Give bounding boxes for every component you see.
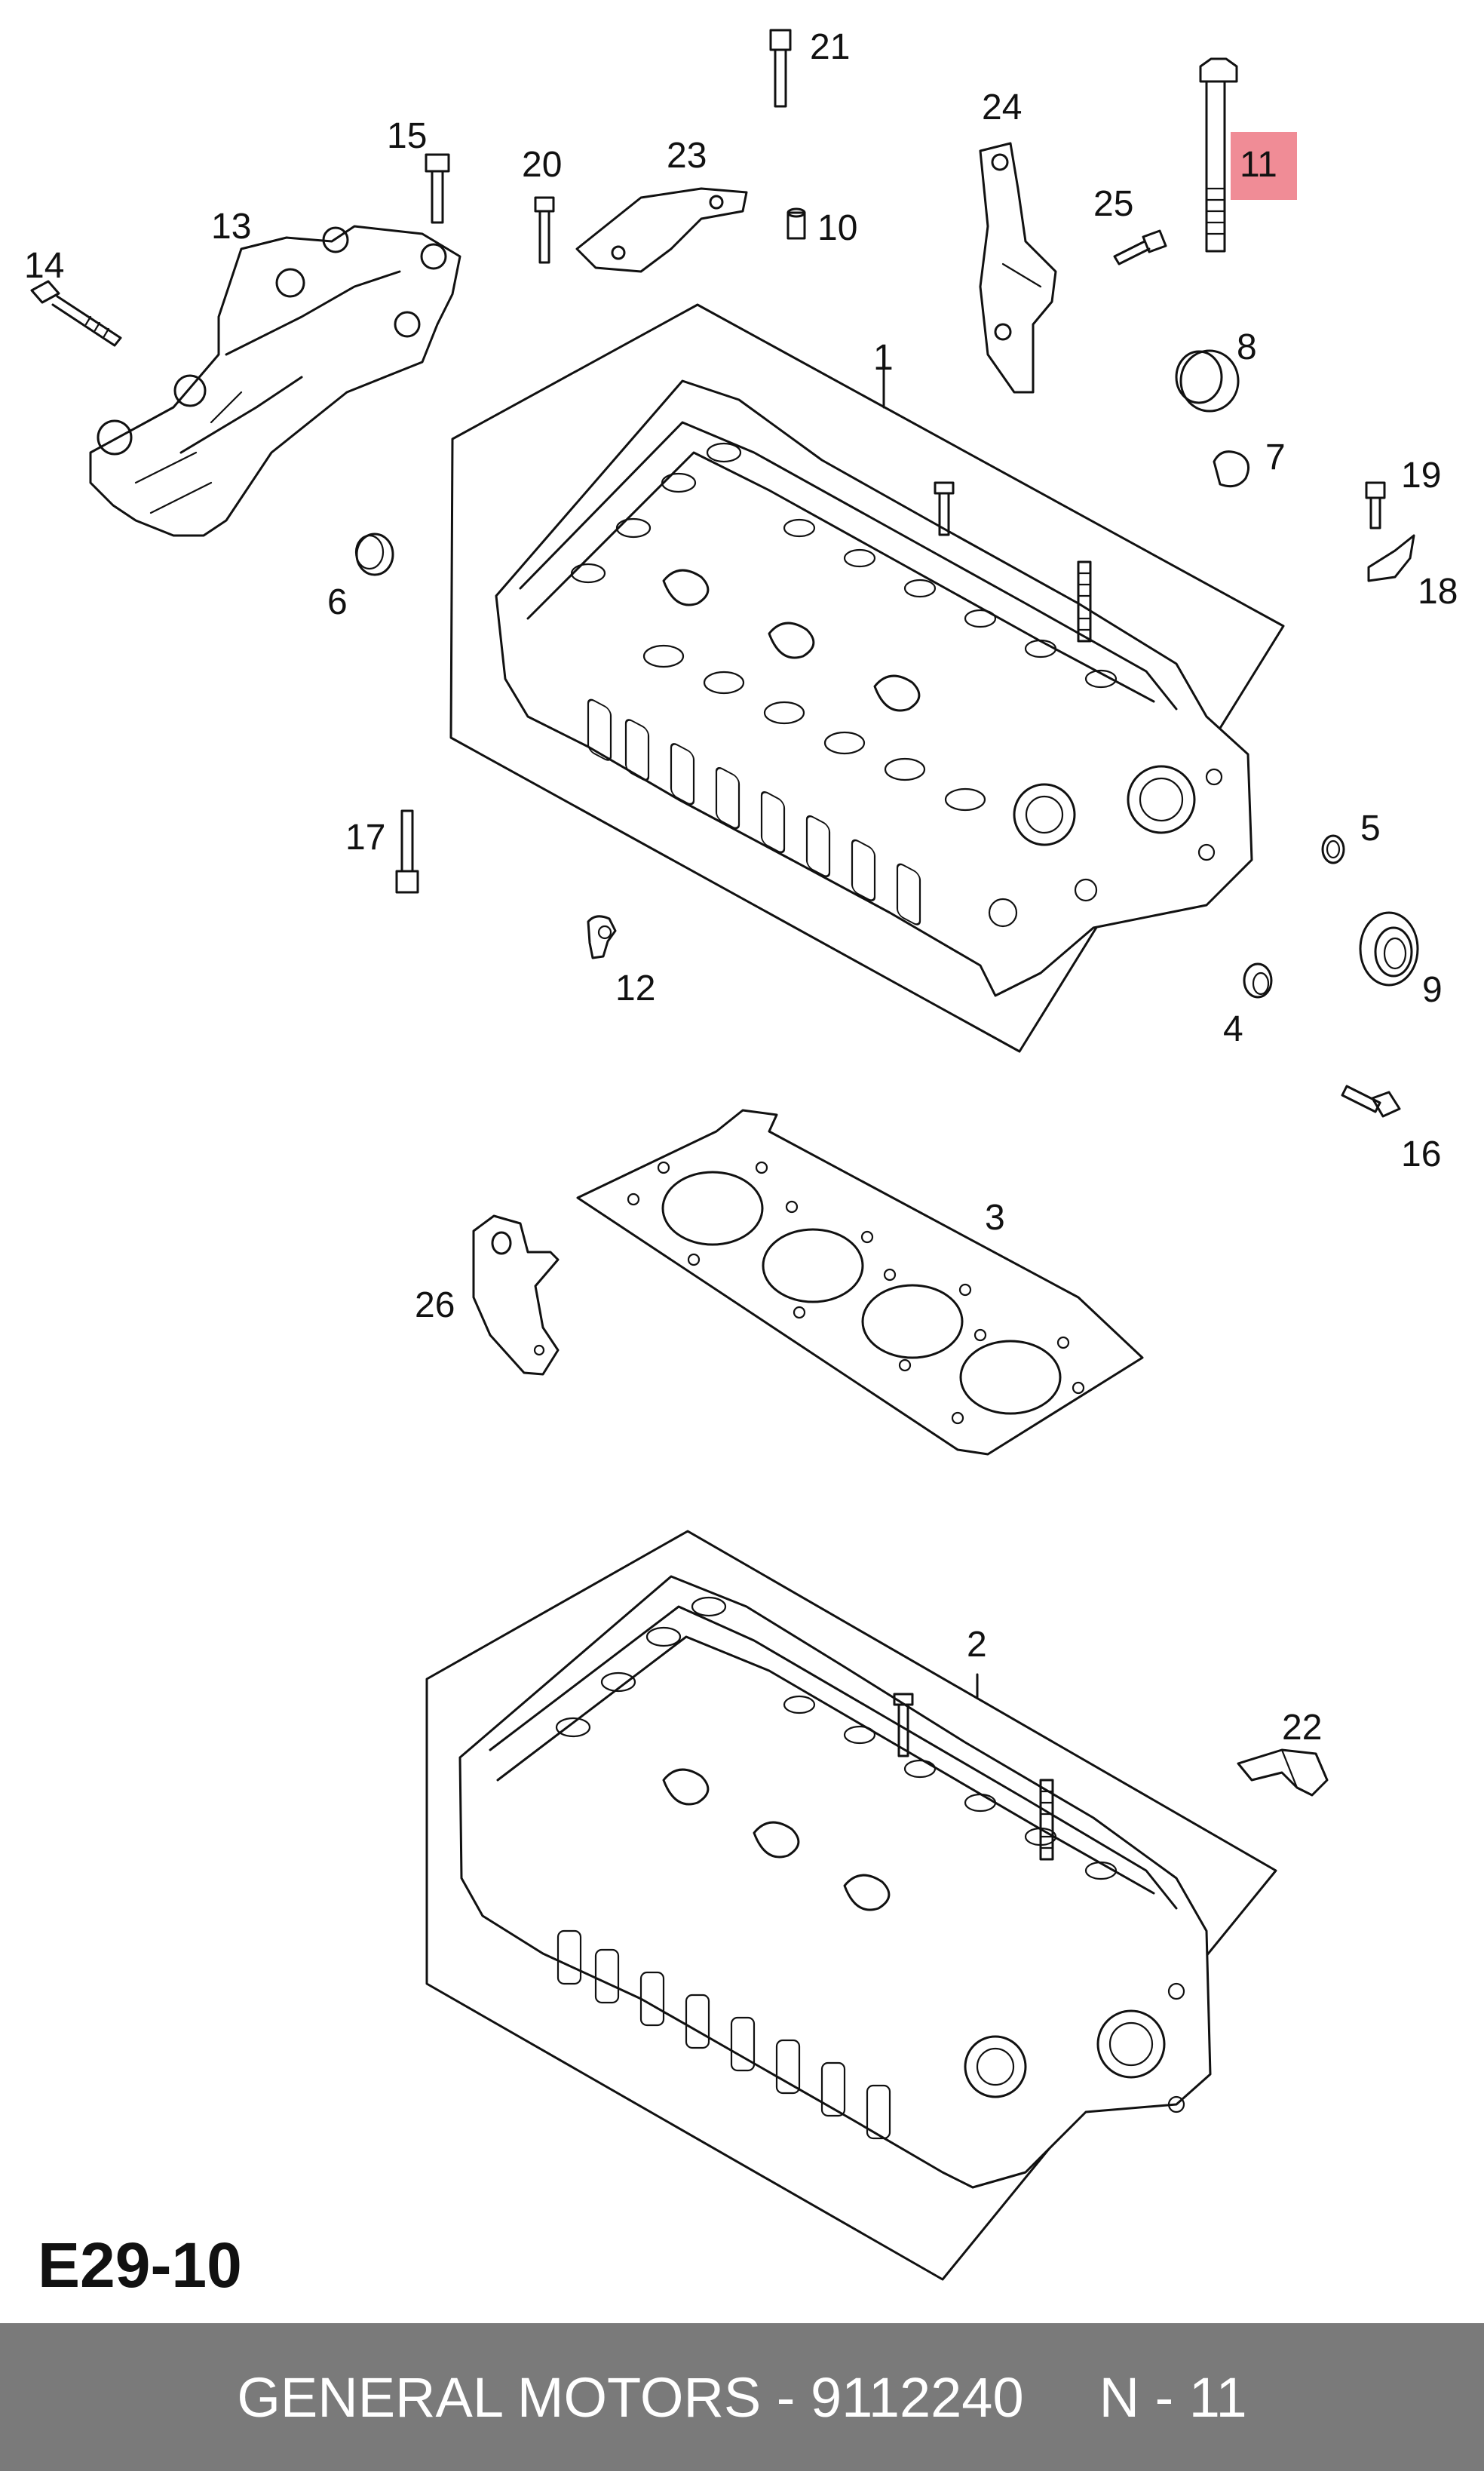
bolt-19-icon: [1365, 481, 1386, 530]
head-gasket-part: 3: [576, 1109, 1144, 1456]
callout-2: 2: [967, 1625, 987, 1665]
callout-15: 15: [387, 116, 427, 156]
callout-21: 21: [810, 27, 850, 67]
cylinder-head-assembly-lower: 2: [425, 1530, 1277, 2281]
callout-22: 22: [1282, 1708, 1322, 1748]
bolt-21-icon: [769, 29, 792, 108]
oil-seal-9-icon: [1359, 911, 1419, 987]
callout-25: 25: [1093, 184, 1133, 224]
bolt-14-icon: [30, 280, 122, 347]
callout-20: 20: [522, 145, 562, 185]
callout-18: 18: [1418, 572, 1458, 612]
clip-18-icon: [1367, 534, 1415, 582]
bracket-24-icon: [979, 142, 1057, 394]
plug-7-icon: [1213, 450, 1250, 488]
bolt-25-icon: [1113, 229, 1167, 266]
callout-6: 6: [327, 582, 348, 622]
bracket-26-icon: [472, 1214, 560, 1376]
callout-23: 23: [667, 136, 707, 176]
callout-4: 4: [1223, 1009, 1243, 1049]
callout-7: 7: [1265, 437, 1286, 477]
callout-16: 16: [1401, 1134, 1441, 1174]
lifting-bracket-part: 13: [89, 207, 461, 537]
callout-13: 13: [211, 207, 251, 247]
clip-12-icon: [587, 915, 617, 959]
lower-head-stud-icon: [1039, 1779, 1054, 1861]
bolt-15-icon: [425, 153, 450, 224]
diagram-code: E29-10: [38, 2230, 242, 2301]
footer-part-number: GENERAL MOTORS - 9112240: [237, 2365, 1024, 2429]
bracket-23-icon: [575, 187, 748, 273]
head-bolt-11-icon: [1199, 57, 1238, 253]
callout-1: 1: [873, 338, 894, 378]
highlight-box: [1231, 132, 1297, 200]
plug-8-icon: [1175, 349, 1240, 413]
callout-19: 19: [1401, 456, 1441, 496]
clip-22-icon: [1237, 1748, 1329, 1797]
callout-11: 11: [1240, 145, 1277, 185]
footer-bar: GENERAL MOTORS - 9112240 N - 11: [0, 2323, 1484, 2471]
callout-12: 12: [615, 968, 655, 1008]
callout-10: 10: [817, 208, 857, 248]
head-bolt-icon: [934, 481, 955, 536]
bolt-20-icon: [534, 196, 555, 264]
seal-5-icon: [1321, 834, 1345, 864]
callout-17: 17: [345, 818, 385, 858]
callout-3: 3: [985, 1198, 1005, 1238]
bolt-16-icon: [1341, 1085, 1401, 1118]
callout-24: 24: [982, 87, 1022, 127]
plug-6-icon: [354, 533, 394, 576]
callout-8: 8: [1237, 327, 1257, 367]
callout-14: 14: [24, 246, 64, 286]
bolt-17-icon: [395, 809, 419, 894]
callout-26: 26: [415, 1285, 455, 1325]
lower-head-bolt-icon: [893, 1693, 914, 1757]
seal-4-icon: [1243, 962, 1273, 999]
callout-5: 5: [1360, 809, 1381, 849]
footer-ref: N - 11: [1099, 2365, 1247, 2429]
head-stud-icon: [1077, 560, 1092, 643]
cylinder-head-assembly-upper: 1: [449, 303, 1285, 1053]
callout-9: 9: [1422, 970, 1443, 1010]
dowel-10-icon: [786, 207, 806, 240]
